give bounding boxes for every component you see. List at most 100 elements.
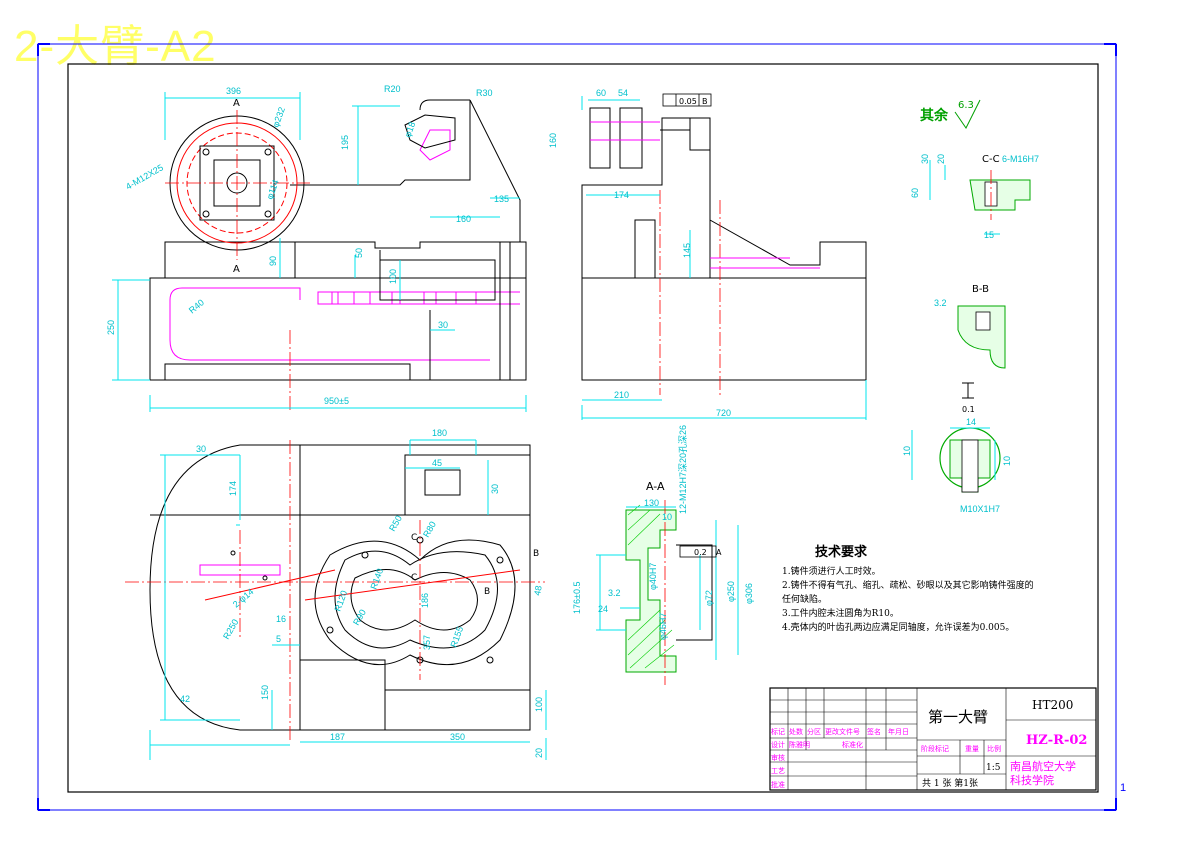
surface-roughness-note: 其余 6.3 <box>920 99 981 129</box>
svg-text:工艺: 工艺 <box>771 767 785 775</box>
svg-text:3.2: 3.2 <box>934 298 947 308</box>
side-view-dims: 60 54 0.05 B 160 174 145 210 720 <box>548 88 731 418</box>
svg-text:R80: R80 <box>421 520 438 539</box>
svg-text:φ72: φ72 <box>704 590 714 606</box>
svg-text:R140: R140 <box>368 567 385 591</box>
svg-text:3.2: 3.2 <box>608 588 621 598</box>
svg-text:100: 100 <box>388 269 398 284</box>
svg-text:30: 30 <box>196 444 206 454</box>
svg-text:130: 130 <box>644 498 659 508</box>
svg-text:B: B <box>533 549 539 559</box>
svg-text:250: 250 <box>106 320 116 335</box>
svg-text:90: 90 <box>268 256 278 266</box>
svg-text:0.2: 0.2 <box>694 548 707 557</box>
svg-text:C-C: C-C <box>982 154 1000 165</box>
school-line2: 科技学院 <box>1010 773 1054 787</box>
part-name: 第一大臂 <box>928 708 988 726</box>
section-c-c: C-C 6-M16H7 30 20 60 15 <box>910 154 1039 240</box>
school-line1: 南昌航空大学 <box>1010 759 1076 773</box>
svg-text:R20: R20 <box>384 84 401 94</box>
section-a-a-dims: 130 10 12-M12H7深20孔深26 176±0.5 24 3.2 φ4… <box>572 425 754 640</box>
svg-text:A: A <box>233 264 240 275</box>
svg-text:14: 14 <box>966 417 976 427</box>
svg-text:48: 48 <box>532 585 544 597</box>
svg-text:30: 30 <box>490 484 500 494</box>
svg-text:6-M16H7: 6-M16H7 <box>1002 154 1039 164</box>
svg-text:160: 160 <box>548 133 558 148</box>
svg-text:160: 160 <box>456 214 471 224</box>
section-a-a: A-A <box>596 480 739 685</box>
svg-text:150: 150 <box>260 685 270 700</box>
svg-text:批准: 批准 <box>771 780 785 789</box>
drawing-frame <box>37 43 1117 811</box>
scale-value: 1:5 <box>986 763 1001 773</box>
detail-m10: 0.1 14 10 10 M10X1H7 <box>902 382 1012 514</box>
requirement-item: 1.铸件须进行人工时效。 <box>782 565 881 577</box>
svg-text:φ40H7: φ40H7 <box>648 563 658 590</box>
svg-text:签名: 签名 <box>867 727 881 736</box>
svg-text:阶段标记: 阶段标记 <box>921 744 949 753</box>
svg-text:0.05: 0.05 <box>679 97 697 106</box>
svg-text:A: A <box>716 548 722 557</box>
svg-text:186: 186 <box>420 593 430 608</box>
svg-text:210: 210 <box>614 390 629 400</box>
svg-text:4-M12X25: 4-M12X25 <box>124 162 165 191</box>
svg-text:φ232: φ232 <box>270 106 287 129</box>
svg-text:M10X1H7: M10X1H7 <box>960 504 1000 514</box>
svg-text:16: 16 <box>276 614 286 624</box>
svg-text:720: 720 <box>716 408 731 418</box>
svg-text:50: 50 <box>354 248 364 258</box>
svg-text:174: 174 <box>614 190 629 200</box>
svg-text:15: 15 <box>984 230 994 240</box>
svg-text:R40: R40 <box>187 297 206 315</box>
requirement-item: 3.工件内腔未注圆角为R10。 <box>782 607 899 619</box>
svg-text:145: 145 <box>682 243 692 258</box>
svg-text:950±5: 950±5 <box>324 396 349 406</box>
svg-text:重量: 重量 <box>965 745 979 753</box>
svg-text:187: 187 <box>330 732 345 742</box>
svg-text:φ18: φ18 <box>402 120 417 138</box>
svg-text:10: 10 <box>902 446 912 456</box>
svg-text:195: 195 <box>340 135 350 150</box>
svg-text:A: A <box>233 98 240 109</box>
svg-text:54: 54 <box>618 88 628 98</box>
svg-text:标准化: 标准化 <box>842 740 863 749</box>
svg-text:10: 10 <box>662 512 672 522</box>
svg-text:审核: 审核 <box>771 753 785 762</box>
title-block: 第一大臂 HT200 HZ-R-02 南昌航空大学 科技学院 1:5 共 1 张… <box>769 687 1097 791</box>
svg-text:年月日: 年月日 <box>888 727 909 736</box>
svg-text:设计: 设计 <box>771 740 785 749</box>
svg-text:R50: R50 <box>387 514 404 533</box>
svg-text:6.3: 6.3 <box>958 100 974 111</box>
svg-text:C: C <box>411 533 417 543</box>
svg-text:A-A: A-A <box>646 480 665 493</box>
svg-text:135: 135 <box>494 194 509 204</box>
svg-text:12-M12H7深20孔深26: 12-M12H7深20孔深26 <box>678 425 688 514</box>
page-number: 1 <box>1120 782 1127 794</box>
side-view <box>581 93 867 420</box>
svg-text:其余: 其余 <box>920 107 949 124</box>
svg-text:处数: 处数 <box>789 727 803 736</box>
svg-text:357: 357 <box>422 635 432 650</box>
svg-text:60: 60 <box>910 188 920 198</box>
svg-text:φ250: φ250 <box>726 581 736 602</box>
material: HT200 <box>1032 698 1073 712</box>
svg-text:5: 5 <box>276 634 281 644</box>
svg-text:24: 24 <box>598 604 608 614</box>
svg-text:φ306: φ306 <box>744 583 754 604</box>
svg-text:42: 42 <box>180 694 190 704</box>
svg-text:0.1: 0.1 <box>962 405 975 414</box>
svg-text:陈雅明: 陈雅明 <box>789 740 810 749</box>
svg-text:176±0.5: 176±0.5 <box>572 582 582 614</box>
svg-text:比例: 比例 <box>987 744 1001 753</box>
svg-text:20: 20 <box>936 154 946 164</box>
section-b-b: B-B 3.2 <box>934 284 1006 369</box>
svg-text:45: 45 <box>432 458 442 468</box>
svg-text:B: B <box>484 587 490 597</box>
svg-text:30: 30 <box>438 320 448 330</box>
svg-text:φ46H7: φ46H7 <box>658 613 668 640</box>
requirement-item: 4.壳体内的叶齿孔两边应满足同轴度，允许误差为0.005。 <box>782 621 1014 633</box>
svg-text:180: 180 <box>432 428 447 438</box>
drawing-number: HZ-R-02 <box>1026 733 1087 748</box>
